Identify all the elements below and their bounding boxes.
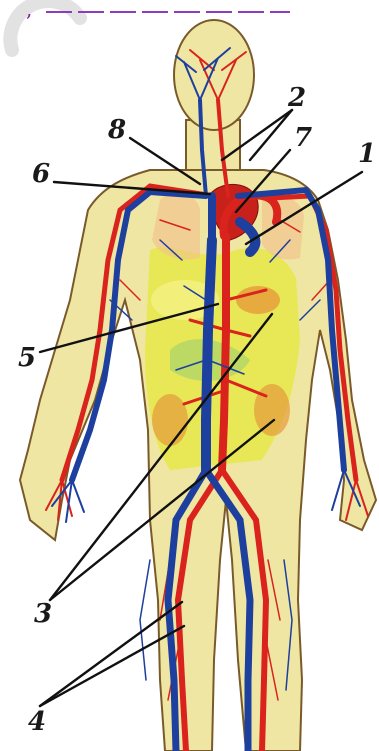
caption-fragment: ,: [26, 0, 32, 21]
callout-5: 5: [18, 343, 36, 373]
callout-1: 1: [358, 139, 376, 169]
callout-4: 4: [28, 707, 46, 737]
head: [174, 20, 254, 130]
callout-3: 3: [34, 599, 52, 629]
callout-6: 6: [32, 159, 50, 189]
callout-2: 2: [287, 83, 306, 113]
callout-8: 8: [107, 115, 126, 145]
callout-7: 7: [294, 123, 312, 153]
